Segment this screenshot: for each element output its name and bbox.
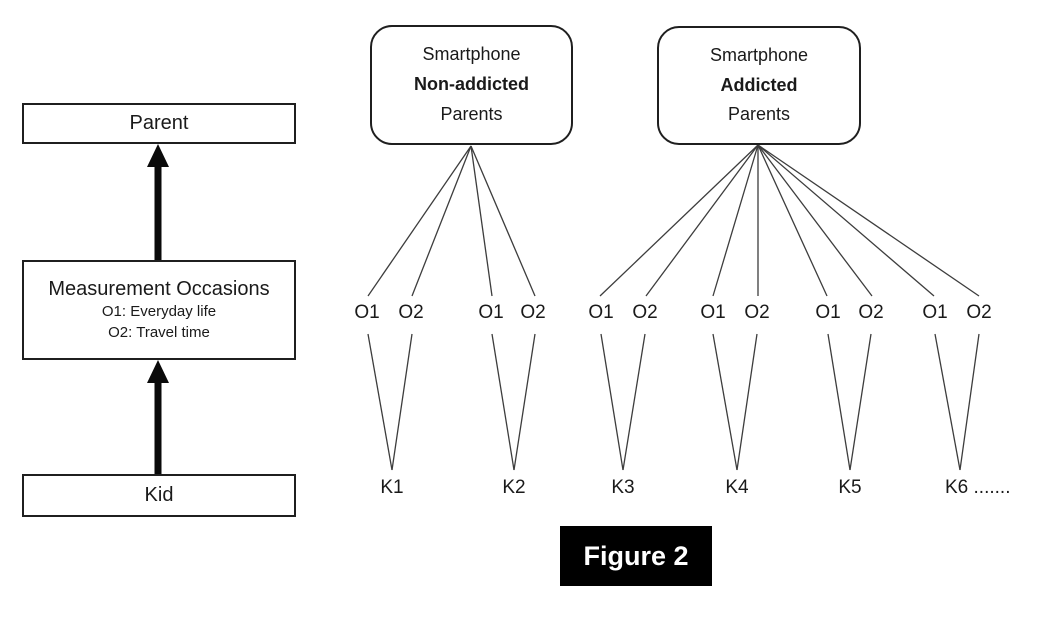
occasion-label-k5-o1: O1 (815, 302, 841, 323)
figure-caption-text: Figure 2 (583, 540, 689, 571)
kid-label-k6: K6 ....... (945, 477, 1011, 498)
non-addicted-line-1: Smartphone (422, 44, 521, 65)
occasion-label-k1-o1: O1 (354, 302, 380, 323)
kid-label-k1: K1 (380, 477, 404, 498)
occasion-label-k3-o2: O2 (632, 302, 658, 323)
kid-box: Kid (22, 474, 296, 517)
occasion-label-k6-o2: O2 (966, 302, 992, 323)
occasion-label-k6-o1: O1 (922, 302, 948, 323)
occasion-label-k1-o2: O2 (398, 302, 424, 323)
addicted-parents-box: Smartphone Addicted Parents (657, 26, 861, 145)
arrow-measurement-to-parent (147, 144, 169, 260)
measurement-box-title: Measurement Occasions (48, 278, 270, 301)
occasion-label-k2-o1: O1 (478, 302, 504, 323)
kid-label-k2: K2 (502, 477, 526, 498)
occasion-label-k4-o1: O1 (700, 302, 726, 323)
measurement-occasion-1: O1: Everyday life (101, 303, 217, 321)
measurement-occasions-box: Measurement Occasions O1: Everyday life … (22, 260, 296, 360)
occasion-label-k5-o2: O2 (858, 302, 884, 323)
v-lines-kids (367, 333, 980, 471)
fan-addicted (599, 144, 980, 297)
parent-box-label: Parent (129, 112, 189, 134)
non-addicted-parents-box: Smartphone Non-addicted Parents (370, 25, 573, 145)
addicted-line-3: Parents (727, 104, 791, 125)
addicted-line-2: Addicted (720, 74, 798, 95)
arrow-kid-to-measurement (147, 360, 169, 474)
figure-caption: Figure 2 (560, 526, 712, 586)
fan-non-addicted (367, 145, 536, 297)
occasion-label-k4-o2: O2 (744, 302, 770, 323)
parent-box: Parent (22, 103, 296, 144)
addicted-line-1: Smartphone (709, 44, 809, 65)
non-addicted-line-3: Parents (440, 103, 503, 124)
kid-label-k4: K4 (725, 477, 749, 498)
occasion-label-k3-o1: O1 (588, 302, 614, 323)
kid-label-k3: K3 (611, 477, 635, 498)
occasion-label-k2-o2: O2 (520, 302, 546, 323)
measurement-occasion-2: O2: Travel time (108, 323, 210, 341)
non-addicted-line-2: Non-addicted (414, 74, 529, 95)
kid-box-label: Kid (144, 484, 174, 506)
kid-label-k5: K5 (838, 477, 862, 498)
